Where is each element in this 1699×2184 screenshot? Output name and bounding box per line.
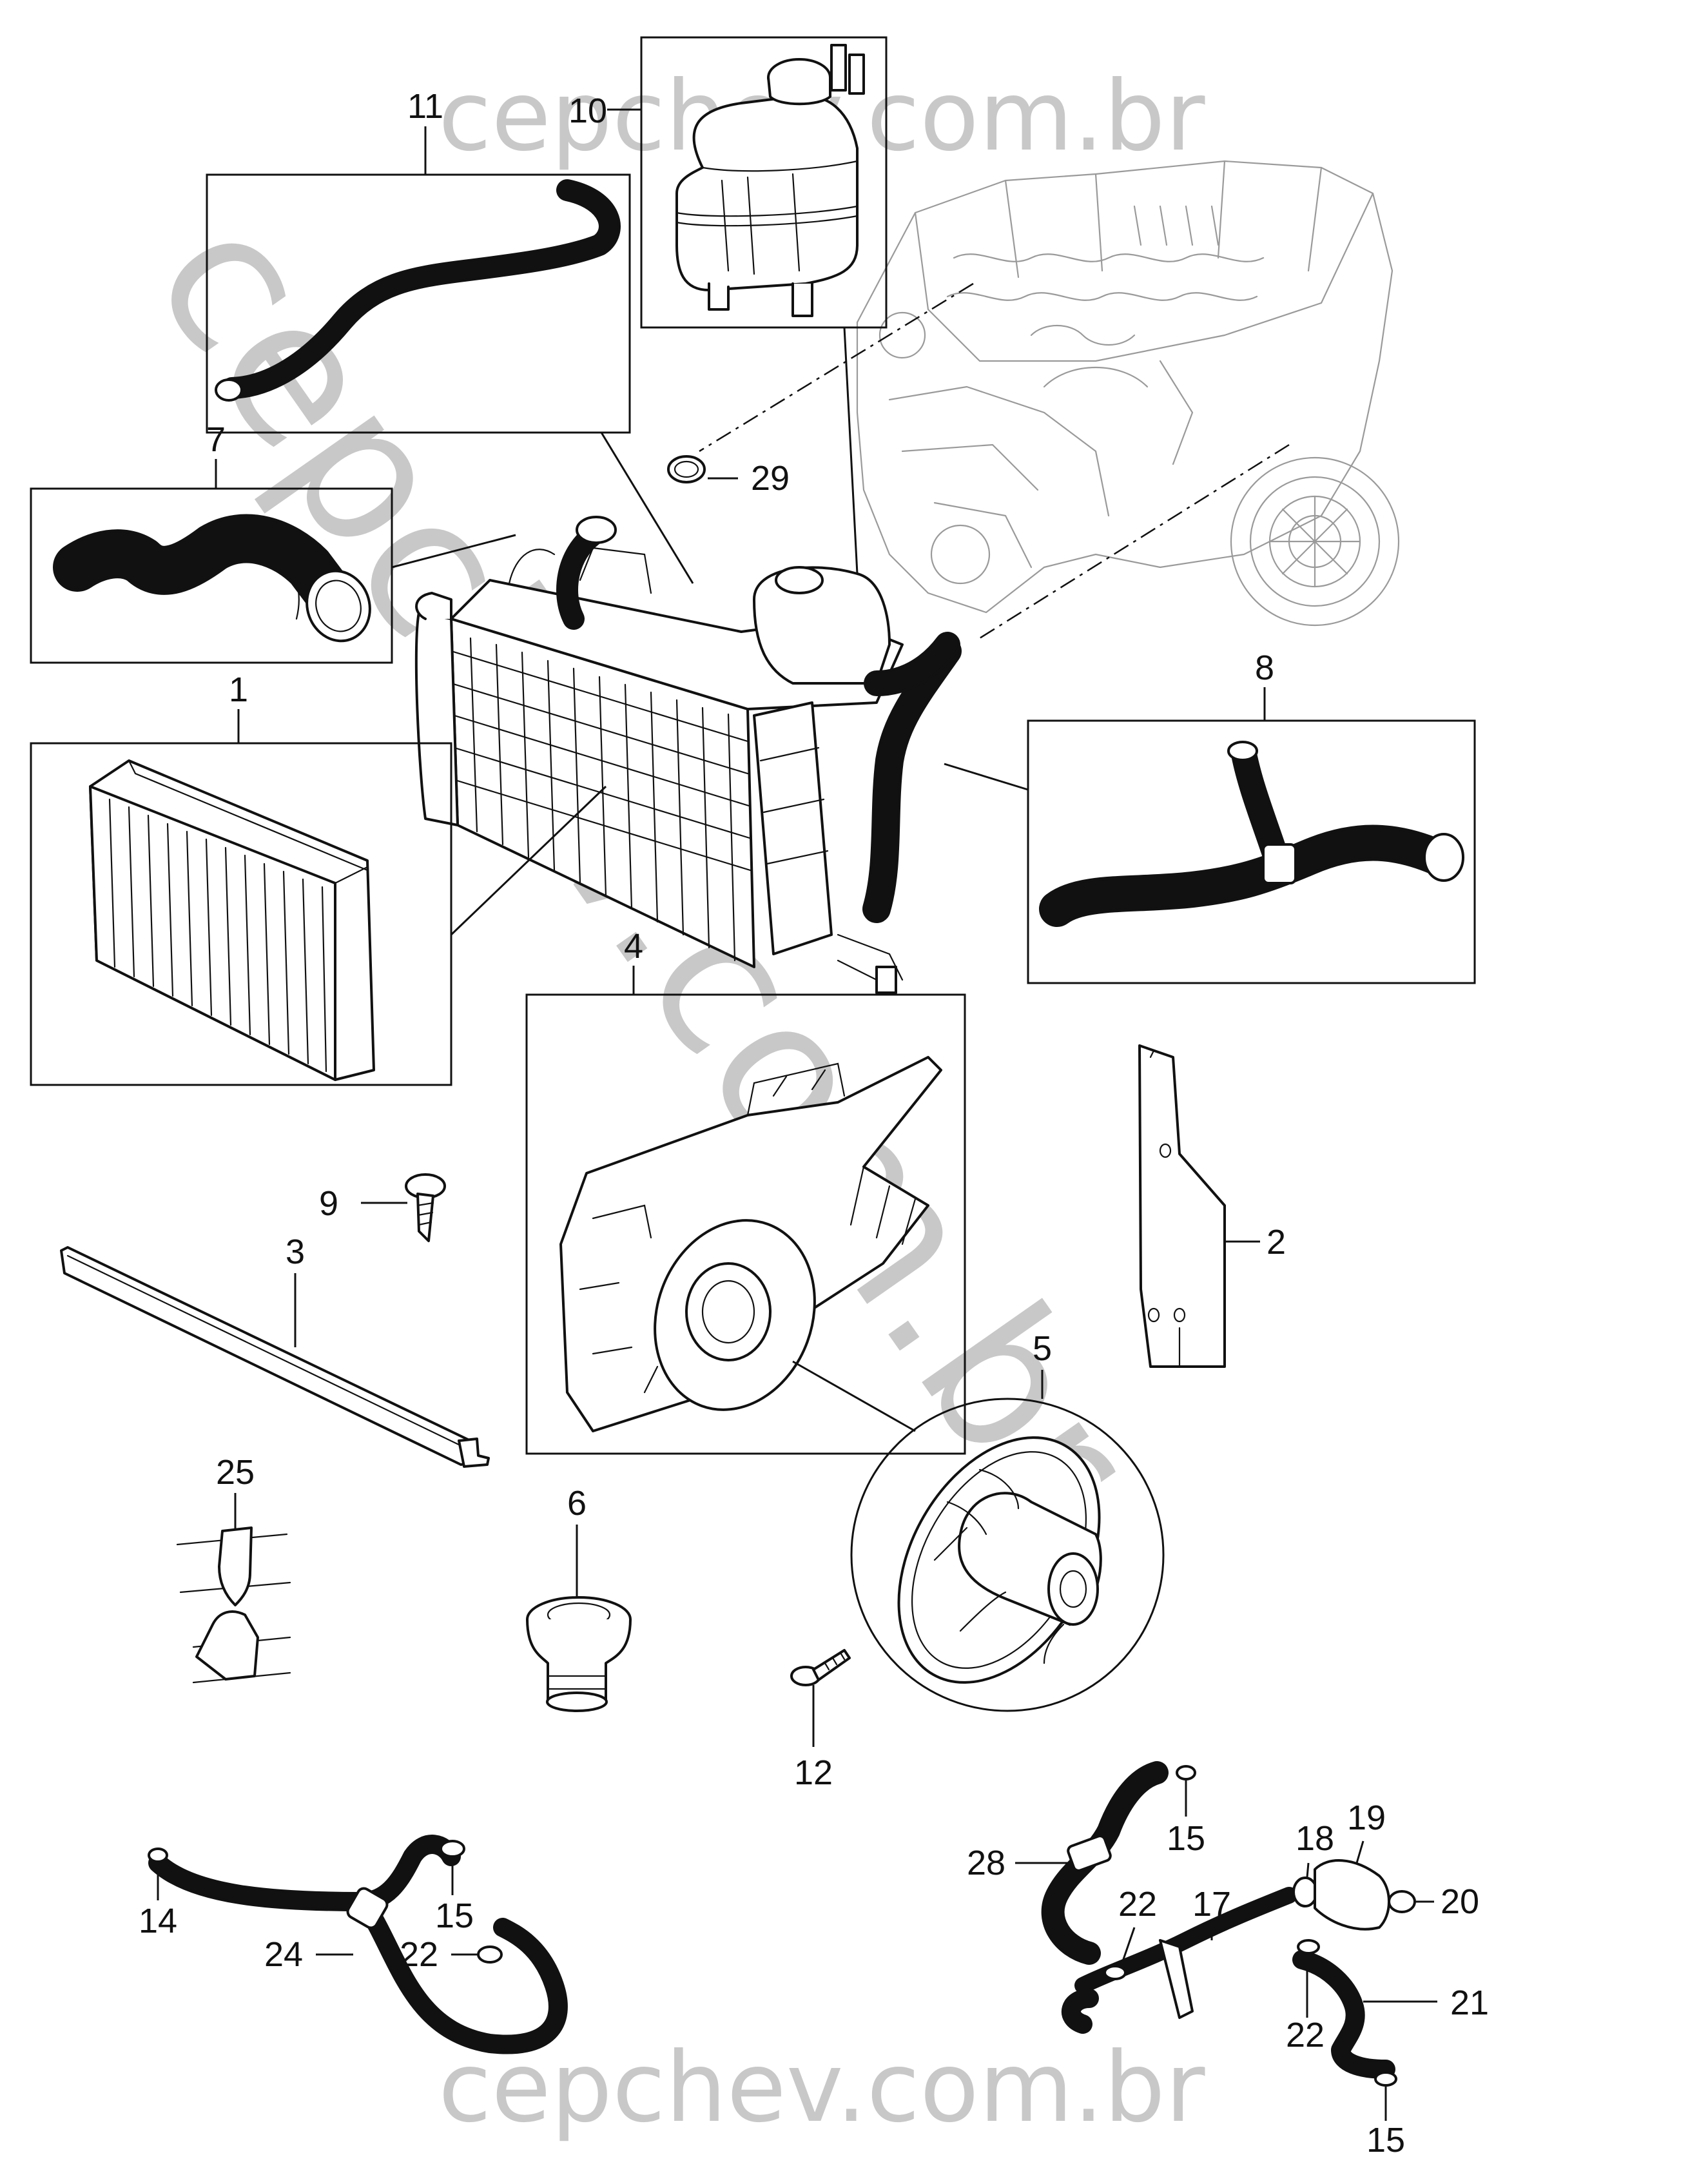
callout-1: 1 (229, 670, 248, 709)
callout-19: 19 (1347, 1799, 1386, 1837)
part-11-pointer (600, 432, 694, 584)
part-6-group: 6 (526, 1484, 632, 1712)
callout-4: 4 (624, 927, 643, 966)
part-10-pointer (843, 327, 859, 574)
clamp-15-top (1176, 1765, 1196, 1780)
screw-12-shank (812, 1649, 851, 1681)
callout-11: 11 (407, 87, 443, 126)
callout-17: 17 (1192, 1885, 1231, 1924)
callout-15-left: 15 (435, 1896, 474, 1935)
assembly-line-8 (979, 444, 1290, 639)
hose-assembly-right (1041, 1761, 1416, 2087)
clamp-20 (1388, 1890, 1416, 1913)
callout-8: 8 (1255, 648, 1274, 687)
part-10-frame (640, 36, 888, 329)
callout-21: 21 (1450, 1984, 1489, 2022)
part-18-leader (1306, 1862, 1310, 1878)
part-1-pointer (450, 785, 607, 936)
clamp-15-left (440, 1840, 465, 1858)
part-7-frame (30, 487, 393, 664)
callout-12: 12 (794, 1753, 833, 1792)
hose-tee-24 (346, 1887, 389, 1929)
callout-22-right-b: 22 (1286, 2016, 1325, 2054)
part-2-group: 2 (1138, 1044, 1286, 1368)
callout-15-top: 15 (1167, 1819, 1205, 1858)
clamp-29 (667, 455, 706, 483)
watermark-bottom: cepchev.com.br (438, 2032, 1205, 2144)
part-11-frame (206, 173, 631, 434)
screw-9-shank (416, 1193, 434, 1242)
hose-assembly-left (148, 1835, 568, 2054)
callout-29: 29 (751, 459, 790, 498)
callout-18: 18 (1296, 1819, 1334, 1858)
callout-20: 20 (1441, 1882, 1479, 1921)
callout-22-left: 22 (400, 1935, 438, 1974)
fitting-19 (1314, 1859, 1390, 1931)
part-8-hose-end (1423, 833, 1464, 882)
part-1-group: 1 (30, 670, 607, 1086)
bracket-25-lower (195, 1610, 259, 1681)
callout-15-bottom: 15 (1366, 2121, 1405, 2160)
deflector-3 (60, 1246, 472, 1466)
part-5-frame (850, 1398, 1165, 1712)
callout-9: 9 (319, 1184, 338, 1223)
callout-3: 3 (286, 1233, 305, 1271)
part-29-group: 29 (667, 455, 790, 498)
part-22-right-a-leader (1120, 1927, 1136, 1965)
part-11-group: 11 (206, 87, 694, 584)
seal-strip-2 (1138, 1044, 1226, 1368)
part-19-leader (1355, 1840, 1364, 1864)
callout-7: 7 (206, 420, 226, 459)
part-4-frame (525, 993, 966, 1455)
engine-illustration (856, 160, 1400, 627)
callout-22-right-a: 22 (1118, 1885, 1157, 1924)
callout-25: 25 (216, 1453, 255, 1492)
part-4-pointer (792, 1360, 916, 1432)
part-7-hose-end (306, 569, 371, 643)
assembly-line-29 (699, 282, 974, 453)
part-8-frame (1027, 719, 1476, 984)
clamp-15-bottom (1374, 2071, 1397, 2087)
part-25-group: 25 (176, 1453, 291, 1684)
part-12-group: 12 (790, 1649, 851, 1792)
callout-2: 2 (1267, 1223, 1286, 1262)
callout-24: 24 (264, 1935, 303, 1974)
reservoir-body (675, 94, 859, 291)
callout-10: 10 (568, 92, 607, 130)
clamp-14 (148, 1848, 168, 1863)
callout-14: 14 (139, 1902, 177, 1940)
part-1-frame (30, 742, 452, 1086)
clamp-22-right-b (1297, 1939, 1320, 1955)
clamp-22-right-a (1103, 1965, 1127, 1980)
clamp-22-left (477, 1945, 503, 1964)
part-11-hose-end (215, 378, 243, 402)
clamp-18 (1292, 1877, 1318, 1907)
part-10-group: 10 (568, 36, 888, 574)
part-9-group: 9 (319, 1173, 446, 1242)
callout-5: 5 (1033, 1329, 1052, 1368)
callout-28: 28 (967, 1844, 1005, 1882)
part-7-group: 7 (30, 420, 516, 664)
part-3-group: 3 (60, 1233, 490, 1468)
bracket-25-upper (218, 1526, 253, 1606)
part-8-pointer (944, 763, 1029, 791)
radiator-assembly-illustration (414, 516, 962, 994)
callout-6: 6 (567, 1484, 587, 1523)
part-5-group: 5 (850, 1329, 1165, 1712)
part-4-group: 4 (525, 927, 966, 1455)
part-8-group: 8 (944, 648, 1476, 984)
part-7-pointer (391, 534, 516, 569)
